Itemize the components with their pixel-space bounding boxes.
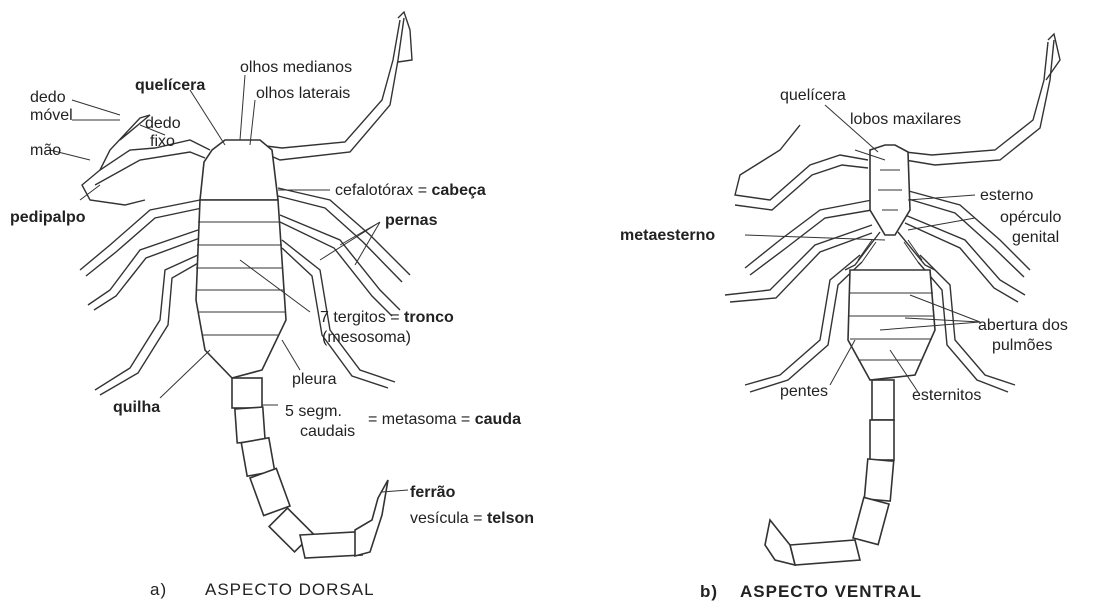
caption-aspecto-ventral: ASPECTO VENTRAL bbox=[740, 582, 922, 601]
label-pentes: pentes bbox=[780, 383, 828, 400]
label-metasoma: = metasoma = cauda bbox=[368, 411, 521, 428]
label-dedo-movel-1: dedo bbox=[30, 89, 66, 106]
label-esterno: esterno bbox=[980, 187, 1033, 204]
label-dedo-fixo-1: dedo bbox=[145, 115, 181, 132]
label-tergitos: 7 tergitos = tronco bbox=[320, 309, 454, 326]
label-mao: mão bbox=[30, 142, 61, 159]
label-lobos-maxilares: lobos maxilares bbox=[850, 111, 961, 128]
label-vesicula: vesícula = telson bbox=[410, 510, 534, 527]
label-olhos-laterais: olhos laterais bbox=[256, 85, 350, 102]
label-cabeca: cabeça bbox=[432, 182, 486, 199]
label-quelicera-dorsal: quelícera bbox=[135, 77, 205, 94]
label-abertura-2: pulmões bbox=[992, 337, 1052, 354]
label-tronco: tronco bbox=[404, 309, 454, 326]
caption-aspecto-dorsal: ASPECTO DORSAL bbox=[205, 580, 375, 599]
label-telson: telson bbox=[487, 510, 534, 527]
dorsal-scorpion-drawing bbox=[80, 12, 412, 558]
label-quelicera-ventral: quelícera bbox=[780, 87, 846, 104]
label-cefalotorax: cefalotórax = cabeça bbox=[335, 182, 486, 199]
label-dedo-movel-2: móvel bbox=[30, 107, 73, 124]
label-operculo-1: opérculo bbox=[1000, 209, 1061, 226]
label-olhos-medianos: olhos medianos bbox=[240, 59, 352, 76]
caption-letter-b: b) bbox=[700, 582, 718, 601]
label-quilha: quilha bbox=[113, 399, 160, 416]
label-cauda: cauda bbox=[475, 411, 521, 428]
label-pedipalpo: pedipalpo bbox=[10, 209, 86, 226]
label-esternitos: esternitos bbox=[912, 387, 981, 404]
label-metaesterno: metaesterno bbox=[620, 227, 715, 244]
label-pleura: pleura bbox=[292, 371, 337, 388]
label-abertura-1: abertura dos bbox=[978, 317, 1068, 334]
label-mesosoma: (mesosoma) bbox=[322, 329, 411, 346]
label-ferrao: ferrão bbox=[410, 484, 456, 501]
label-dedo-fixo-2: fixo bbox=[150, 133, 175, 150]
caption-letter-a: a) bbox=[150, 580, 167, 599]
label-pernas: pernas bbox=[385, 212, 438, 229]
label-segm-2: caudais bbox=[300, 423, 355, 440]
label-operculo-2: genital bbox=[1012, 229, 1059, 246]
label-segm-1: 5 segm. bbox=[285, 403, 342, 420]
